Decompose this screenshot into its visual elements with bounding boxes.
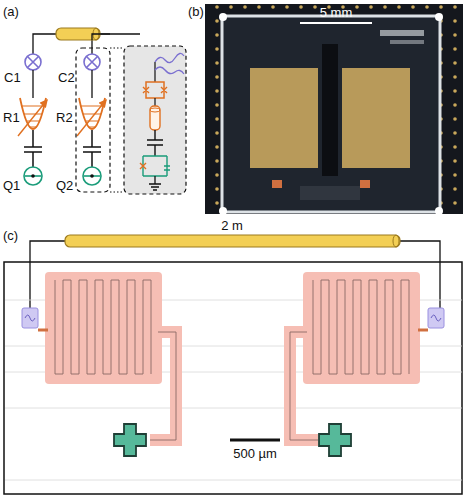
zoom-detail	[110, 46, 186, 194]
panel-label: (b)	[188, 4, 204, 19]
coax-cable	[56, 28, 100, 40]
length-label: 2 m	[221, 218, 243, 233]
component-label: C1	[4, 70, 21, 85]
component-label: R2	[56, 110, 73, 125]
component-label: Q2	[56, 178, 73, 193]
column-1	[18, 54, 47, 185]
component-label: C2	[58, 70, 75, 85]
scale-label: 5 mm	[320, 5, 353, 20]
panel-label: (a)	[3, 4, 19, 19]
chip-photo	[205, 4, 463, 215]
component-label: R1	[3, 110, 20, 125]
column-2	[76, 48, 110, 192]
scale-label: 500 µm	[233, 446, 277, 461]
component-label: Q1	[3, 178, 20, 193]
chip-layout	[4, 235, 462, 494]
panel-label: (c)	[3, 228, 18, 243]
